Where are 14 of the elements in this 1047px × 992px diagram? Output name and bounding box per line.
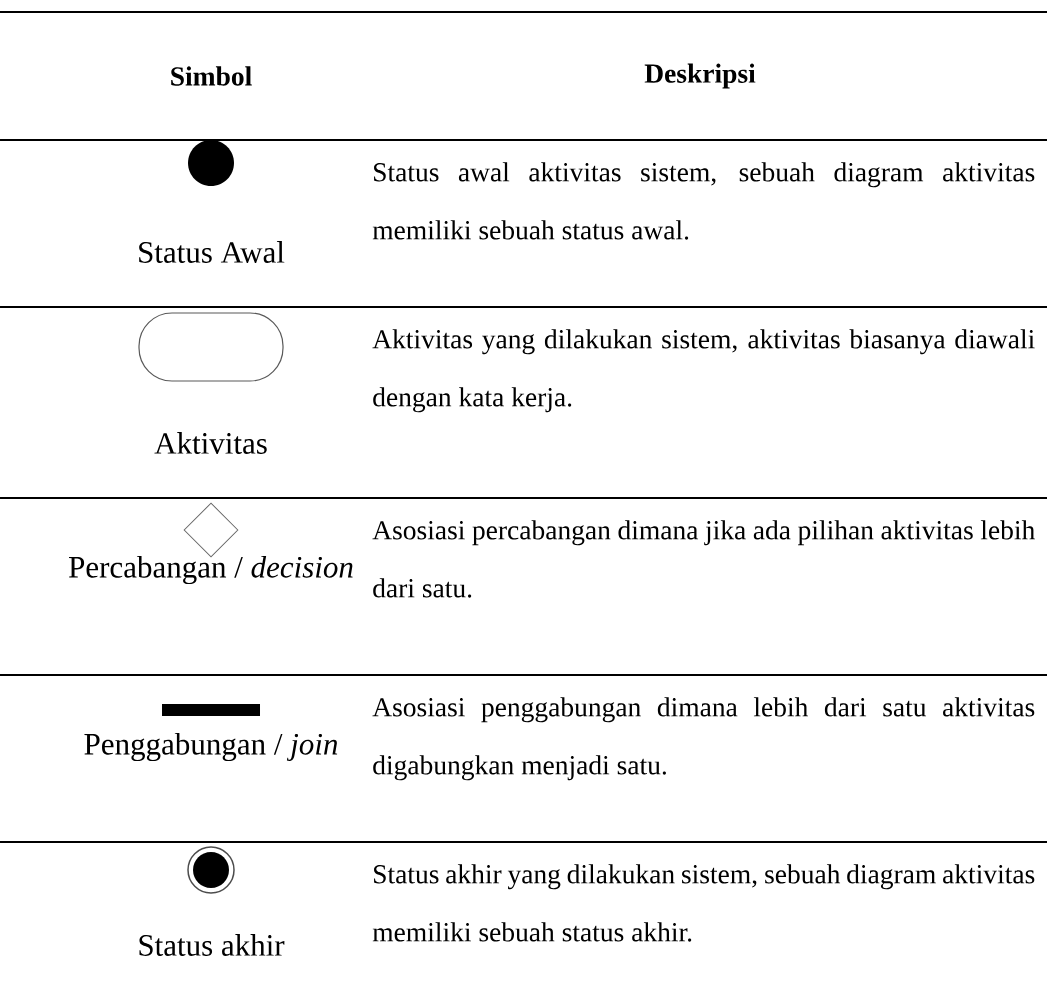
decision-symbol bbox=[183, 502, 239, 558]
final-state-symbol bbox=[187, 846, 235, 894]
activity-symbol bbox=[138, 312, 284, 382]
symbol-name: Status Awal bbox=[139, 241, 285, 263]
symbol-name: Aktivitas bbox=[154, 432, 267, 454]
description-text: Status awal aktivitas sistem, sebuah diagram aktivitas memiliki sebuah status awal. bbox=[372, 162, 1035, 240]
symbol-name: Percabangan / decision bbox=[69, 555, 353, 585]
column-header: Deskripsi bbox=[644, 63, 756, 89]
description-text: Status akhir yang dilakukan sistem, sebuah diagram aktivitas memiliki sebuah status akhir. bbox=[372, 864, 1035, 942]
join-bar-symbol bbox=[162, 704, 260, 716]
description-text: Aktivitas yang dilakukan sistem, aktivitas biasanya diawali dengan kata kerja. bbox=[372, 329, 1035, 413]
initial-state-symbol bbox=[188, 140, 234, 186]
description-text: Asosiasi penggabungan dimana lebih dari satu aktivitas digabungkan menjadi satu. bbox=[372, 697, 1035, 781]
description-text: Asosiasi percabangan dimana jika ada pilihan aktivitas lebih dari satu. bbox=[372, 520, 1035, 598]
